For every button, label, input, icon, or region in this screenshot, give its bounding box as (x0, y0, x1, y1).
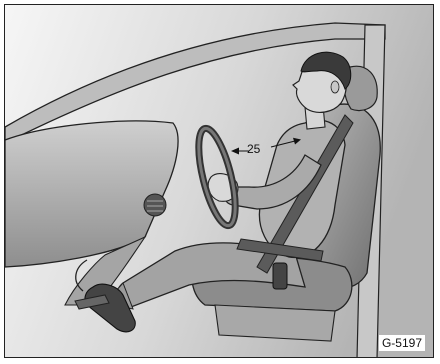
seat-base (215, 305, 335, 341)
figure-code: G-5197 (379, 335, 425, 351)
illustration-frame: 25 G-5197 (4, 4, 434, 358)
belt-buckle (273, 263, 287, 289)
driver-seating-illustration (5, 5, 434, 358)
air-vent-icon (144, 194, 166, 216)
distance-label: 25 (247, 142, 260, 156)
